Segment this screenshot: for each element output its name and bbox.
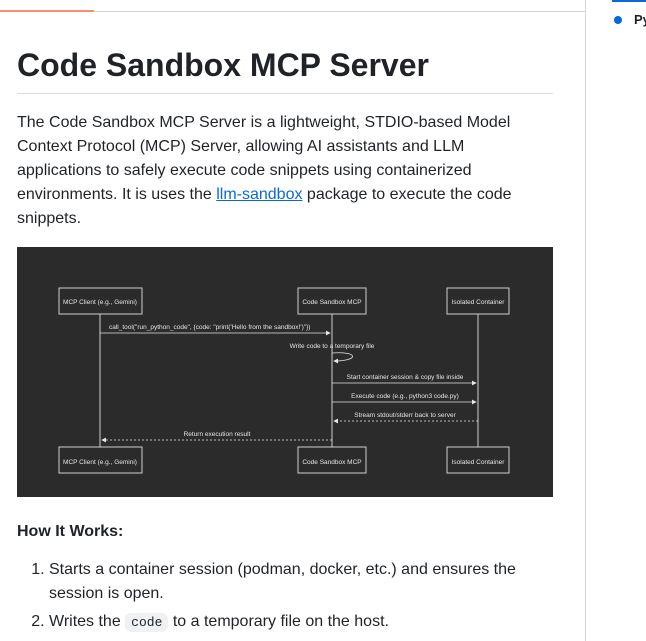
client-label-top: MCP Client (e.g., Gemini) [63,299,137,306]
container-label-bottom: Isolated Container [452,459,506,466]
message-3: Start container session & copy file insi… [347,374,464,381]
container-label-top: Isolated Container [452,299,506,306]
toc-item[interactable]: Py [614,12,646,27]
intro-text-2: package to execute the code snippets. [17,186,512,227]
steps-list: Starts a container session (podman, dock… [17,558,553,635]
message-5: Stream stdout/stderr back to server [354,412,456,419]
active-tab-indicator[interactable] [0,10,94,12]
self-arrow-2 [331,352,353,364]
server-box-top [297,287,367,315]
intro-paragraph: The Code Sandbox MCP Server is a lightwe… [17,111,553,231]
server-box-bottom [297,446,367,474]
bullet-icon [614,15,622,24]
readme-content: Code Sandbox MCP Server The Code Sandbox… [17,12,553,639]
step-2-text-a: Writes the [49,613,126,630]
llm-sandbox-link[interactable]: llm-sandbox [216,186,303,203]
step-1-text: Starts a container session (podman, dock… [49,561,516,602]
container-box-bottom [446,446,510,474]
message-1: call_tool("run_python_code", {code: "pri… [109,324,310,331]
client-box-bottom [58,446,143,474]
top-tab-bar [0,0,585,12]
page-title: Code Sandbox MCP Server [17,12,553,94]
message-6: Return execution result [184,431,251,438]
container-box-top [446,287,510,315]
inline-code: code [125,613,169,632]
sequence-diagram: MCP Client (e.g., Gemini) Code Sandbox M… [17,247,553,497]
client-box-top [58,287,143,315]
server-label-bottom: Code Sandbox MCP [302,459,361,466]
toc-item-label: Py [634,12,646,27]
intro-text-1: The Code Sandbox MCP Server is a lightwe… [17,114,511,203]
step-item: Starts a container session (podman, dock… [49,558,553,606]
client-label-bottom: MCP Client (e.g., Gemini) [63,459,137,466]
step-2-text-b: to a temporary file on the host. [168,613,389,630]
how-it-works-heading: How It Works: [17,523,124,540]
server-label-top: Code Sandbox MCP [302,299,361,306]
toc-active-indicator [612,0,646,2]
message-4: Execute code (e.g., python3 code.py) [351,393,459,400]
message-2: Write code to a temporary file [290,343,375,350]
step-item: Writes the code to a temporary file on t… [49,610,553,635]
sidebar-divider [585,0,586,641]
